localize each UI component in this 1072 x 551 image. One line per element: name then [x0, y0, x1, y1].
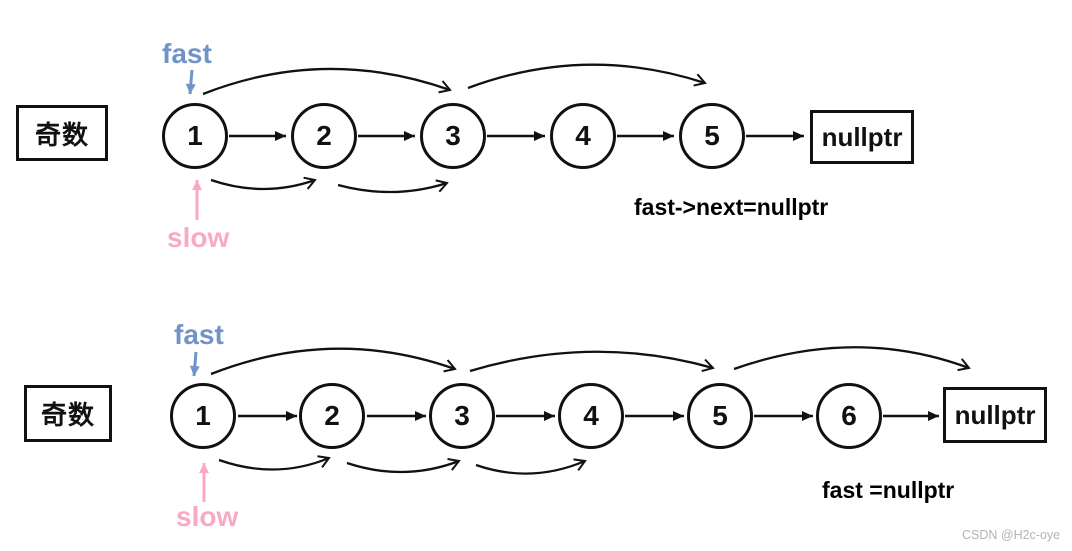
list-node: 6 — [816, 383, 882, 449]
list-node: 4 — [550, 103, 616, 169]
fast-next-equation: fast->next=nullptr — [634, 194, 829, 220]
slow-step-arc — [475, 458, 587, 475]
list-node: 2 — [291, 103, 357, 169]
top-slow-step-arcs — [210, 176, 449, 194]
list-node: 5 — [687, 383, 753, 449]
fast-jump-arc — [469, 350, 715, 373]
slow-step-arc — [210, 176, 317, 191]
slow-step-arc — [346, 457, 461, 474]
fast-equation: fast =nullptr — [822, 477, 955, 503]
csdn-watermark: CSDN @H2c-oye — [962, 528, 1061, 542]
list-node: 3 — [420, 103, 486, 169]
fast-pointer-label: fast — [162, 38, 212, 69]
fast-jump-arc — [467, 63, 707, 90]
fast-pointer-arrow — [189, 351, 200, 377]
list-node: 4 — [558, 383, 624, 449]
slow-pointer-label: slow — [176, 501, 239, 532]
slow-step-arc — [218, 455, 331, 471]
top-fast-jump-arcs — [202, 63, 707, 96]
nullptr-box: nullptr — [943, 387, 1047, 443]
list-node: 2 — [299, 383, 365, 449]
slow-pointer-label: slow — [167, 222, 230, 253]
slow-step-arc — [337, 179, 449, 194]
fast-pointer-label: fast — [174, 319, 224, 350]
list-node: 1 — [162, 103, 228, 169]
case-label-box: 奇数 — [16, 105, 108, 161]
fast-jump-arc — [733, 346, 971, 372]
fast-pointer-arrow — [185, 69, 196, 95]
bottom-slow-step-arcs — [218, 455, 587, 475]
bottom-fast-jump-arcs — [210, 346, 971, 376]
case-label-box: 奇数 — [24, 385, 112, 442]
nullptr-box: nullptr — [810, 110, 914, 164]
fast-jump-arc — [202, 67, 452, 96]
list-node: 5 — [679, 103, 745, 169]
fast-jump-arc — [210, 347, 457, 376]
list-node: 1 — [170, 383, 236, 449]
list-node: 3 — [429, 383, 495, 449]
